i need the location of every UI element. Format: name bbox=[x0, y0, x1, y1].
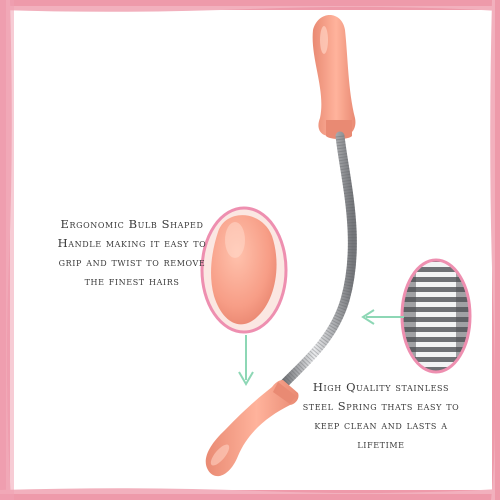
handle-caption-line: the finest hairs bbox=[84, 274, 180, 288]
handle-zoom-circle bbox=[200, 206, 288, 334]
arrow-down-icon bbox=[238, 335, 254, 386]
spring-caption: High Quality stainless steel Spring that… bbox=[292, 378, 470, 454]
handle-caption-line: Ergonomic Bulb Shaped bbox=[60, 217, 204, 231]
handle-caption: Ergonomic Bulb Shaped Handle making it e… bbox=[46, 215, 218, 291]
arrow-left-icon bbox=[361, 309, 404, 325]
spring-caption-line: lifetime bbox=[357, 437, 405, 451]
top-handle bbox=[312, 15, 356, 139]
handle-caption-line: grip and twist to remove bbox=[58, 255, 206, 269]
handle-caption-line: Handle making it easy to bbox=[57, 236, 207, 250]
bottom-handle bbox=[205, 380, 299, 477]
steel-spring bbox=[278, 131, 357, 390]
spring-caption-line: High Quality stainless bbox=[312, 380, 450, 394]
spring-caption-line: keep clean and lasts a bbox=[314, 418, 448, 432]
spring-zoom-circle bbox=[400, 258, 472, 374]
spring-caption-line: steel Spring thats easy to bbox=[302, 399, 460, 413]
